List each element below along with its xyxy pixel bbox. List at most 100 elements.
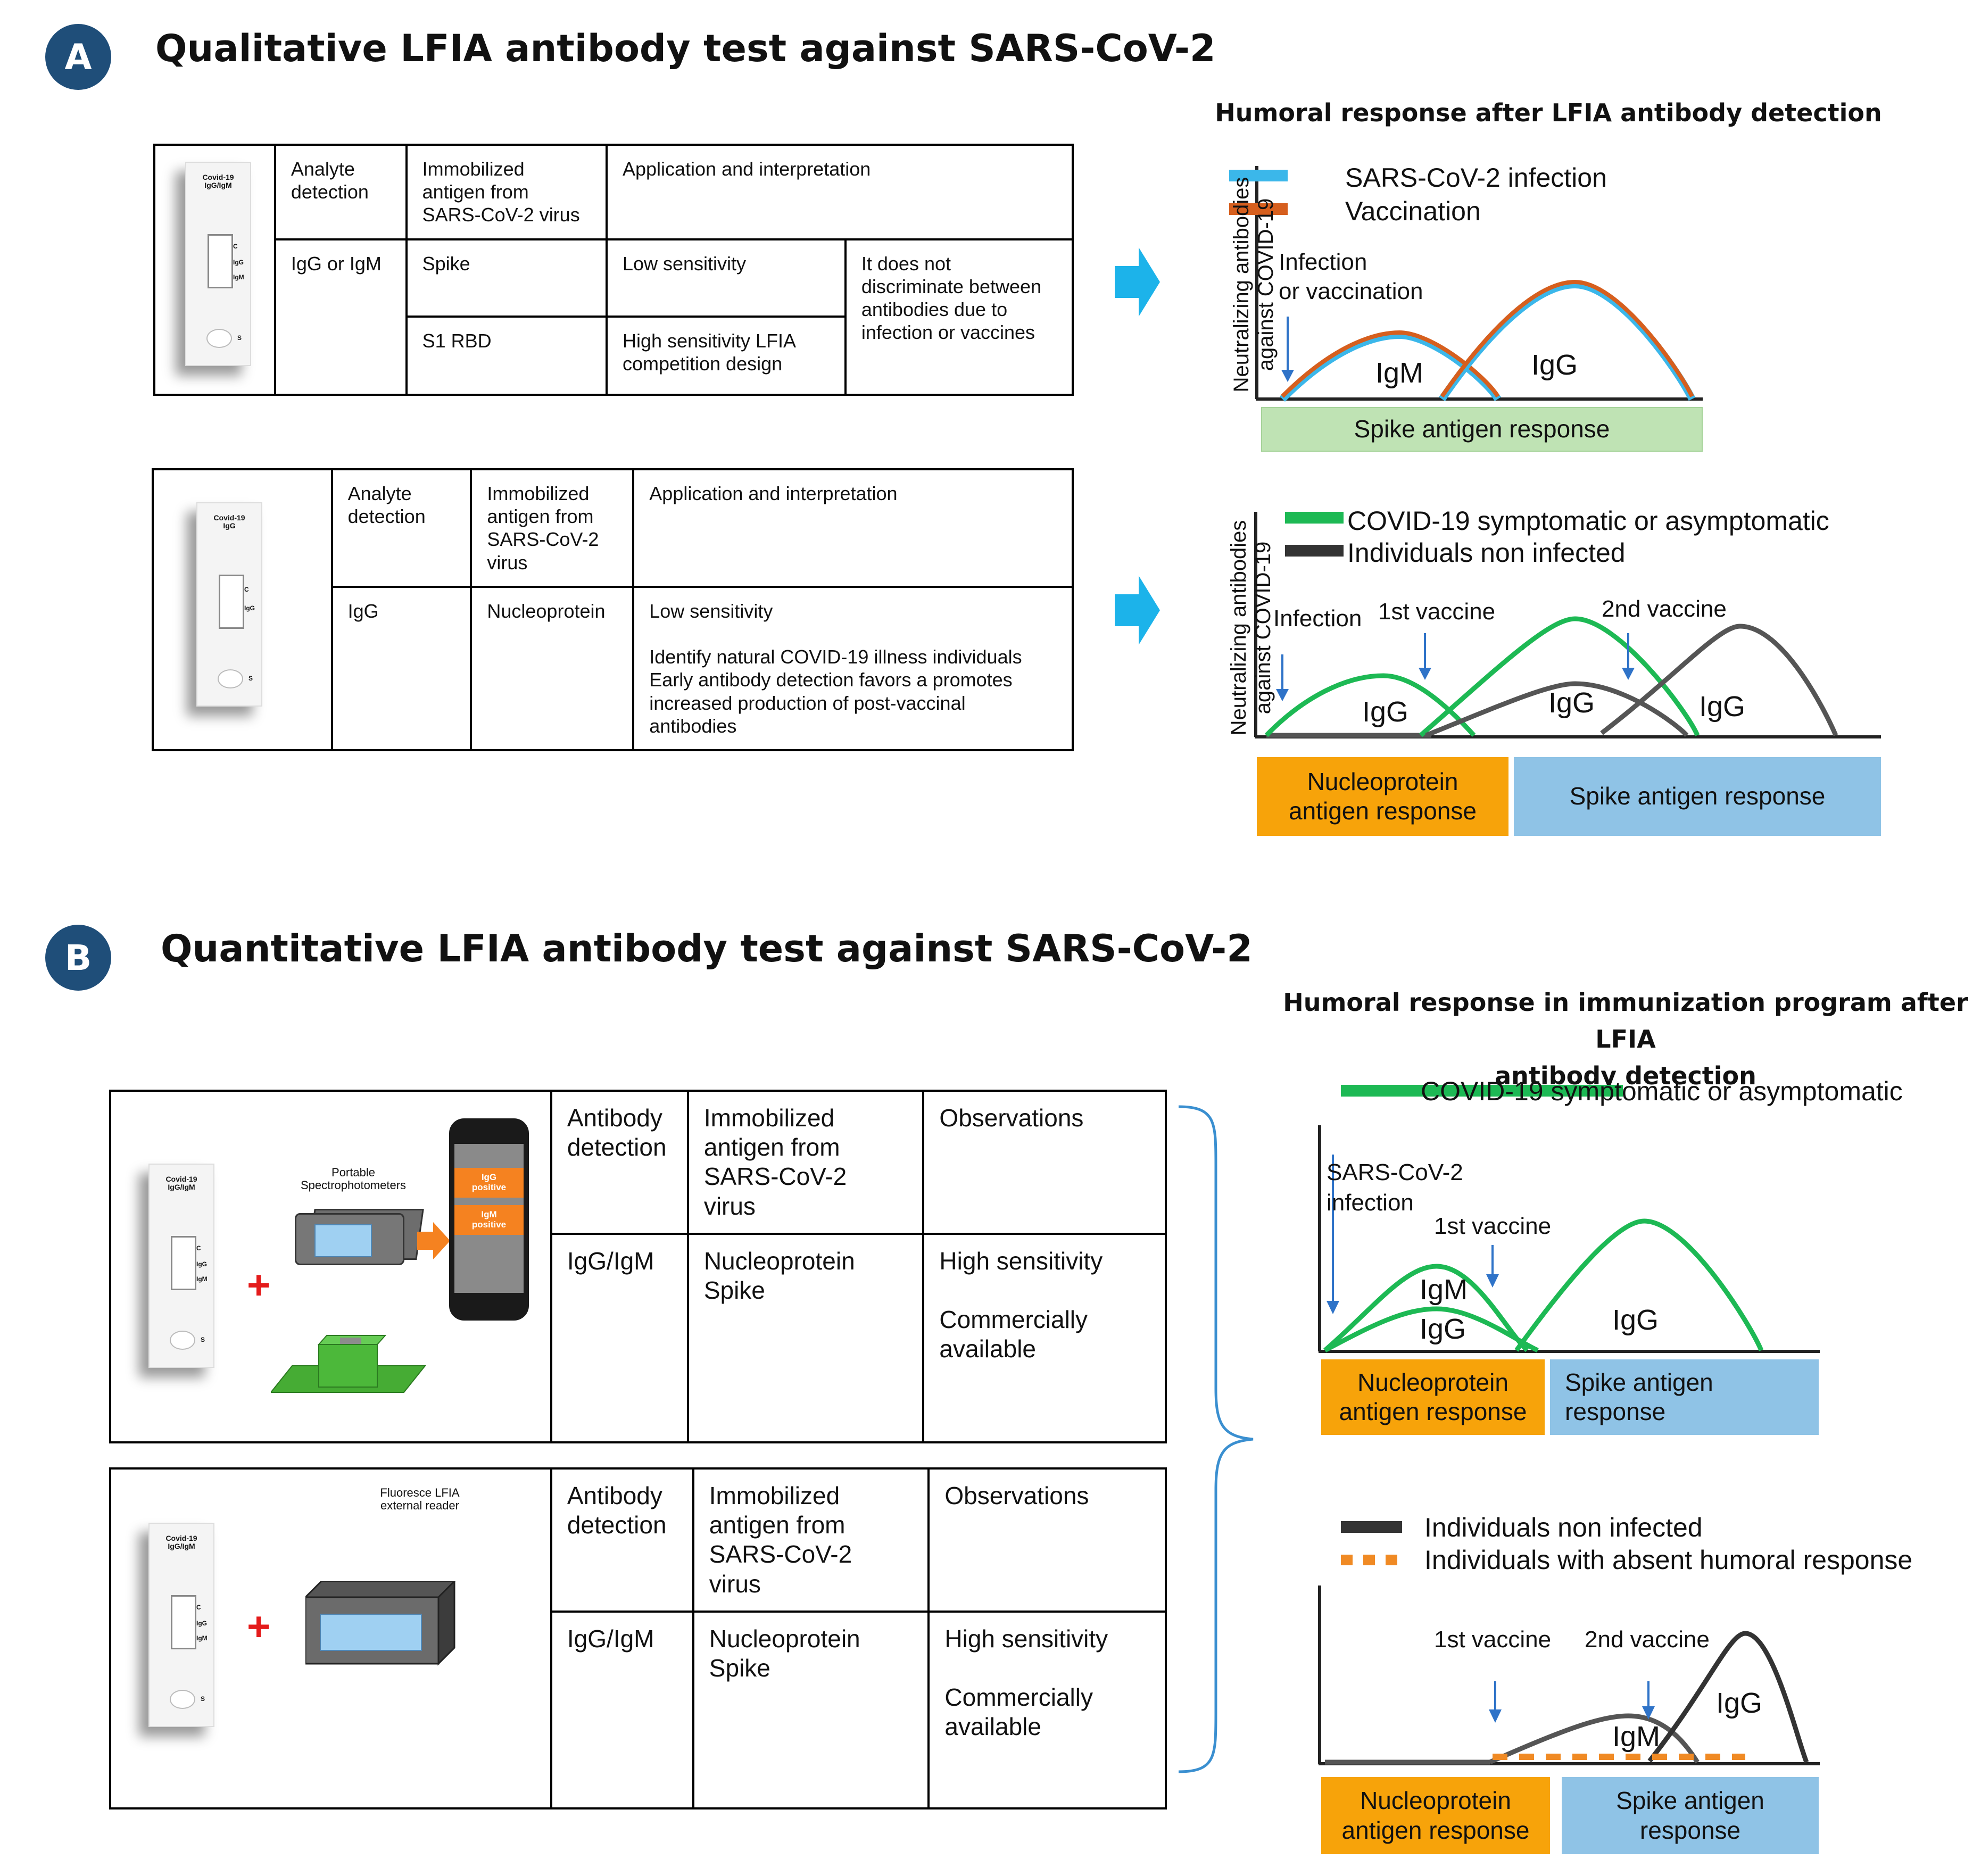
mark-s: S [237,334,242,342]
header-observations: Observations [922,1090,1167,1235]
plus-icon: + [247,1604,271,1649]
curve-label-igg: IgG [1548,687,1595,719]
header-antigen: Immobilized antigen from SARS-CoV-2 viru… [692,1467,930,1613]
mark-c: C [196,1244,201,1252]
curve-igg [1514,1218,1764,1352]
smartphone-icon: IgG positive IgM positive [449,1118,529,1321]
event-label: Infection or vaccination [1279,249,1423,304]
mark-igg: IgG [244,604,255,612]
device-cell: Covid-19 IgG/IgM C IgG IgM S + Portable … [109,1090,552,1443]
mark-s: S [201,1336,205,1343]
curve-igg [1647,1631,1809,1763]
arrow-right-icon [1115,576,1160,645]
legend-vaccination: Vaccination [1345,196,1481,226]
curve-label-igg: IgG [1362,696,1409,728]
spike-response-bar: Spike antigen response [1550,1359,1819,1435]
header-application: Application and interpretation [632,468,1074,588]
event-first-vaccine: 1st vaccine [1434,1213,1552,1239]
arrow-right-icon [417,1222,450,1259]
chart-a1 [1229,166,1703,402]
cell-antigen-spike: Spike [405,238,608,318]
curve-label-igm: IgM [1612,1721,1661,1753]
curve-igm [1280,330,1501,402]
quantitative-table-1: Covid-19 IgG/IgM C IgG IgM S + Portable … [109,1090,1167,1443]
event-second-vaccine: 2nd vaccine [1602,596,1727,622]
curve-infection-igg [1264,673,1476,737]
header-antigen: Immobilized antigen from SARS-CoV-2 viru… [470,468,635,588]
curve-label-igm: IgM [1420,1274,1468,1306]
cassette-title: Covid-19 IgG/IgM [202,173,234,190]
cell-low-sensitivity: Low sensitivity [605,238,847,318]
cassette-title: Covid-19 IgG [213,513,245,530]
cell-analyte: IgG or IgM [273,238,408,396]
legend-absent-response: Individuals with absent humoral response [1424,1545,1913,1575]
cell-analyte: IgG [330,585,473,751]
spike-response-bar: Spike antigen response [1562,1777,1819,1854]
legend-covid: COVID-19 symptomatic or asymptomatic [1347,506,1829,536]
mark-igm: IgM [233,273,244,281]
chart-a2 [1254,512,1881,738]
curve-label-igg: IgG [1716,1687,1763,1719]
curve-igm [1489,1713,1700,1765]
event-arrowhead-icon [1642,1706,1655,1720]
cassette-cell: Covid-19 IgG/IgM C IgG IgM S [153,144,276,396]
curve-igg-early [1323,1306,1539,1353]
header-analyte: Analyte detection [330,468,473,588]
header-application: Application and interpretation [605,144,1074,240]
curve-igg [1439,279,1696,401]
mark-c: C [233,243,238,250]
event-arrowhead-icon [1419,668,1431,680]
chart-b1 [1318,1085,1820,1353]
event-first-vaccine: 1st vaccine [1378,599,1496,625]
phone-screen: IgG positive IgM positive [454,1144,524,1293]
result-igg-positive: IgG positive [454,1168,524,1198]
cell-antigen: Nucleoprotein Spike [692,1610,930,1809]
cassette-title: Covid-19 IgG/IgM [165,1534,197,1551]
legend-non-infected: Individuals non infected [1347,538,1626,568]
spectrophotometer-icon [295,1213,404,1265]
event-first-vaccine: 1st vaccine [1434,1626,1552,1653]
header-antigen: Immobilized antigen from SARS-CoV-2 viru… [405,144,608,240]
event-arrowhead-icon [1327,1301,1339,1314]
event-arrowhead-icon [1489,1709,1502,1723]
test-cassette: Covid-19 IgG/IgM C IgG IgM S [185,162,251,366]
mark-igm: IgM [196,1275,208,1283]
legend-infection: SARS-CoV-2 infection [1345,163,1607,193]
result-window [219,575,244,629]
section-b-badge: B [45,925,111,991]
header-observations: Observations [927,1467,1167,1613]
nucleoprotein-response-bar: Nucleoprotein antigen response [1257,757,1508,836]
device-label: Portable Spectrophotometers [300,1166,407,1192]
qualitative-table-1: Covid-19 IgG/IgM C IgG IgM S Analyte det… [153,144,1074,396]
header-antigen: Immobilized antigen from SARS-CoV-2 viru… [686,1090,925,1235]
cell-antigen: Nucleoprotein [470,585,635,751]
curve-label-igg: IgG [1699,691,1746,723]
event-second-vaccine: 2nd vaccine [1585,1626,1710,1653]
quantitative-table-2: Covid-19 IgG/IgM C IgG IgM S + Fluoresce… [109,1467,1167,1809]
header-analyte: Analyte detection [273,144,408,240]
section-a-title: Qualitative LFIA antibody test against S… [155,27,1216,70]
legend-non-infected: Individuals non infected [1424,1513,1703,1542]
header-antibody: Antibody detection [550,1467,694,1613]
mark-s: S [201,1695,205,1703]
mark-igm: IgM [196,1634,208,1642]
cell-observations: High sensitivity Commercially available [927,1610,1167,1809]
cassette-cell: Covid-19 IgG C IgG S [152,468,333,751]
test-cassette: Covid-19 IgG/IgM C IgG IgM S [148,1164,214,1368]
curve-igm [1323,1264,1529,1352]
cassette-title: Covid-19 IgG/IgM [165,1175,197,1192]
cell-antibody: IgG/IgM [550,1232,689,1443]
nucleoprotein-response-bar: Nucleoprotein antigen response [1321,1359,1545,1435]
fluorescence-reader-icon [305,1581,456,1666]
test-cassette: Covid-19 IgG C IgG S [196,502,262,707]
chart-b2 [1318,1521,1820,1765]
result-igm-positive: IgM positive [454,1205,524,1235]
legend-covid: COVID-19 symptomatic or asymptomatic [1421,1076,1903,1106]
result-window [171,1595,196,1649]
mark-s: S [248,675,253,682]
header-antibody: Antibody detection [550,1090,689,1235]
result-window [171,1236,196,1290]
chart-a1-title: Humoral response after LFIA antibody det… [1215,98,1882,127]
section-a-badge: A [45,24,111,90]
arrow-right-icon [1115,247,1160,317]
